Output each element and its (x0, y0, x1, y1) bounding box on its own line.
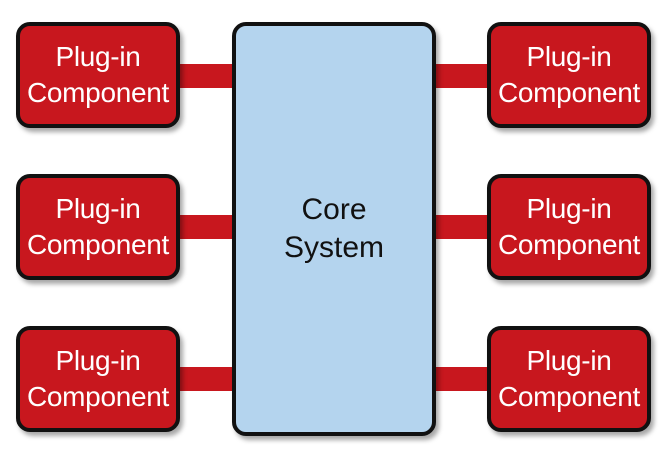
plugin-label-line2: Component (497, 381, 641, 412)
plugin-label-line1: Plug-in (526, 345, 612, 376)
plugin-component-left-3: Plug-in Component (16, 326, 180, 432)
plugin-label-line1: Plug-in (526, 41, 612, 72)
core-system-label-line1: Core (301, 193, 367, 226)
connector-right-3 (434, 367, 490, 391)
plugin-label-line1: Plug-in (55, 41, 141, 72)
plugin-component-right-2: Plug-in Component (487, 174, 651, 280)
plugin-label-line2: Component (497, 229, 641, 260)
plugin-component-left-1: Plug-in Component (16, 22, 180, 128)
plugin-component-right-1: Plug-in Component (487, 22, 651, 128)
core-system-label-line2: System (283, 231, 385, 264)
plugin-label-line1: Plug-in (55, 193, 141, 224)
plugin-component-right-3: Plug-in Component (487, 326, 651, 432)
core-system-box: Core System (232, 22, 436, 436)
plugin-label-line2: Component (26, 77, 170, 108)
plugin-label-line2: Component (26, 229, 170, 260)
plugin-component-left-2: Plug-in Component (16, 174, 180, 280)
connector-left-3 (178, 367, 234, 391)
connector-right-2 (434, 215, 490, 239)
plugin-label-line2: Component (26, 381, 170, 412)
connector-left-1 (178, 64, 234, 88)
plugin-label-line1: Plug-in (526, 193, 612, 224)
plugin-label-line1: Plug-in (55, 345, 141, 376)
connector-right-1 (434, 64, 490, 88)
connector-left-2 (178, 215, 234, 239)
plugin-label-line2: Component (497, 77, 641, 108)
